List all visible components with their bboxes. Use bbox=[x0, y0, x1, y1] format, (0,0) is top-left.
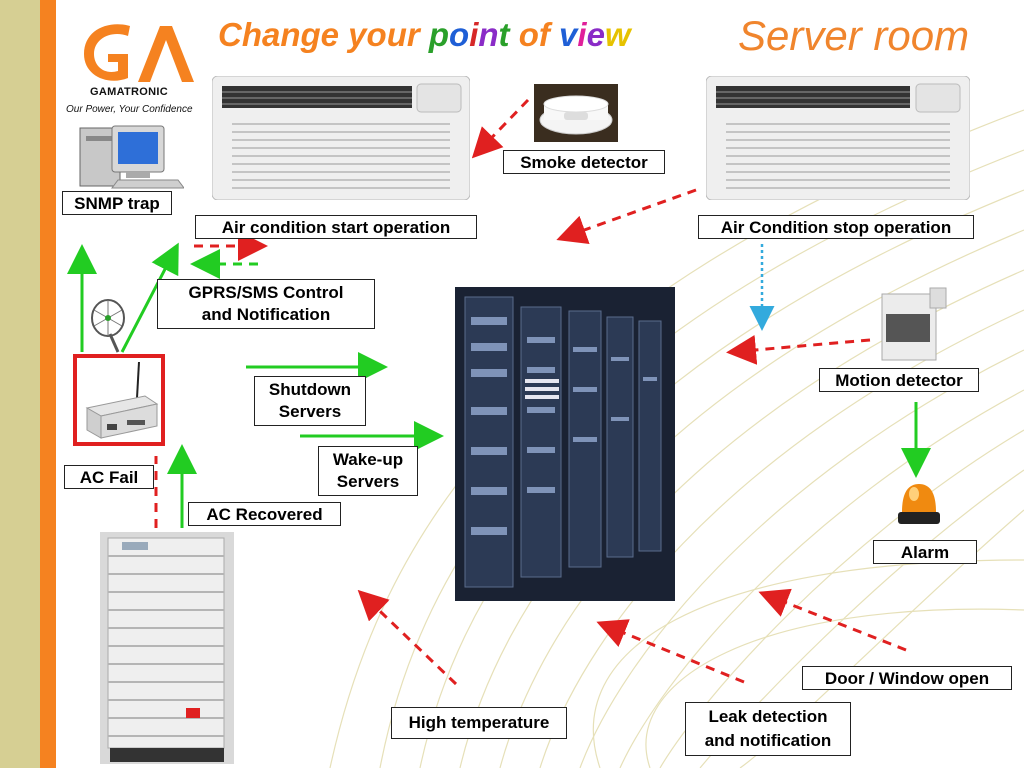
label-ac-recovered: AC Recovered bbox=[188, 502, 341, 526]
page-title: Change your point of view bbox=[218, 16, 631, 54]
gsm-modem-frame bbox=[73, 354, 165, 446]
title-segment: Change your bbox=[218, 16, 429, 53]
label-shutdown-servers: Shutdown Servers bbox=[254, 376, 366, 426]
label-high-temperature: High temperature bbox=[391, 707, 567, 739]
label-shutdown-line2: Servers bbox=[278, 402, 342, 421]
arrow-ac-to-servers bbox=[556, 188, 697, 245]
motion-detector-image bbox=[881, 287, 947, 361]
arrow-motion-to-servers bbox=[726, 334, 871, 365]
label-ac-fail: AC Fail bbox=[64, 465, 154, 489]
label-snmp-trap: SNMP trap bbox=[62, 191, 172, 215]
label-door-window: Door / Window open bbox=[802, 666, 1012, 690]
label-wakeup-servers: Wake-up Servers bbox=[318, 446, 418, 496]
label-wakeup-line2: Servers bbox=[336, 472, 400, 491]
title-segment: i bbox=[469, 16, 479, 53]
gsm-modem-icon bbox=[85, 361, 159, 439]
title-segment: v bbox=[559, 16, 578, 53]
antenna-dish-icon bbox=[91, 299, 125, 353]
title-segment: e bbox=[586, 16, 605, 53]
arrow-leak bbox=[596, 619, 745, 684]
computer-icon bbox=[79, 125, 184, 189]
label-alarm: Alarm bbox=[873, 540, 977, 564]
logo-tagline: Our Power, Your Confidence bbox=[66, 104, 193, 115]
label-gprs-line1: GPRS/SMS Control bbox=[188, 283, 344, 302]
title-segment: o bbox=[449, 16, 470, 53]
label-leak-line1: Leak detection bbox=[708, 707, 828, 726]
label-leak-detection: Leak detection and notification bbox=[685, 702, 851, 756]
label-gprs-line2: and Notification bbox=[201, 305, 331, 324]
title-segment: of bbox=[509, 16, 560, 53]
title-segment: n bbox=[478, 16, 499, 53]
label-wakeup-line1: Wake-up bbox=[332, 450, 404, 469]
smoke-detector-image bbox=[534, 84, 618, 142]
arrow-modem-to-air bbox=[120, 242, 179, 353]
label-air-stop: Air Condition stop operation bbox=[698, 215, 974, 239]
label-air-start: Air condition start operation bbox=[195, 215, 477, 239]
gamatronic-logo: GAMATRONIC Our Power, Your Confidence bbox=[66, 18, 208, 122]
label-leak-line2: and notification bbox=[704, 731, 832, 750]
title-segment: i bbox=[577, 16, 587, 53]
arrow-smoke-to-ac bbox=[471, 98, 530, 159]
server-racks-image bbox=[455, 287, 675, 601]
title-segment: w bbox=[604, 16, 631, 53]
left-decor-bar bbox=[0, 0, 40, 768]
air-conditioner-right bbox=[706, 76, 970, 200]
arrow-door bbox=[758, 588, 907, 652]
air-conditioner-left bbox=[212, 76, 470, 200]
label-gprs-sms: GPRS/SMS Control and Notification bbox=[157, 279, 375, 329]
ga-logo-mark bbox=[84, 24, 194, 82]
logo-brand: GAMATRONIC bbox=[90, 86, 168, 98]
title-segment: t bbox=[498, 16, 510, 53]
alarm-beacon-icon bbox=[898, 484, 940, 524]
arrow-hightemp bbox=[357, 589, 458, 686]
label-shutdown-line1: Shutdown bbox=[268, 380, 352, 399]
page-subtitle: Server room bbox=[738, 12, 970, 59]
ups-cabinet-image bbox=[100, 532, 234, 764]
label-smoke-detector: Smoke detector bbox=[503, 150, 665, 174]
label-motion-detector: Motion detector bbox=[819, 368, 979, 392]
left-accent-bar bbox=[40, 0, 56, 768]
title-segment: p bbox=[428, 16, 450, 53]
